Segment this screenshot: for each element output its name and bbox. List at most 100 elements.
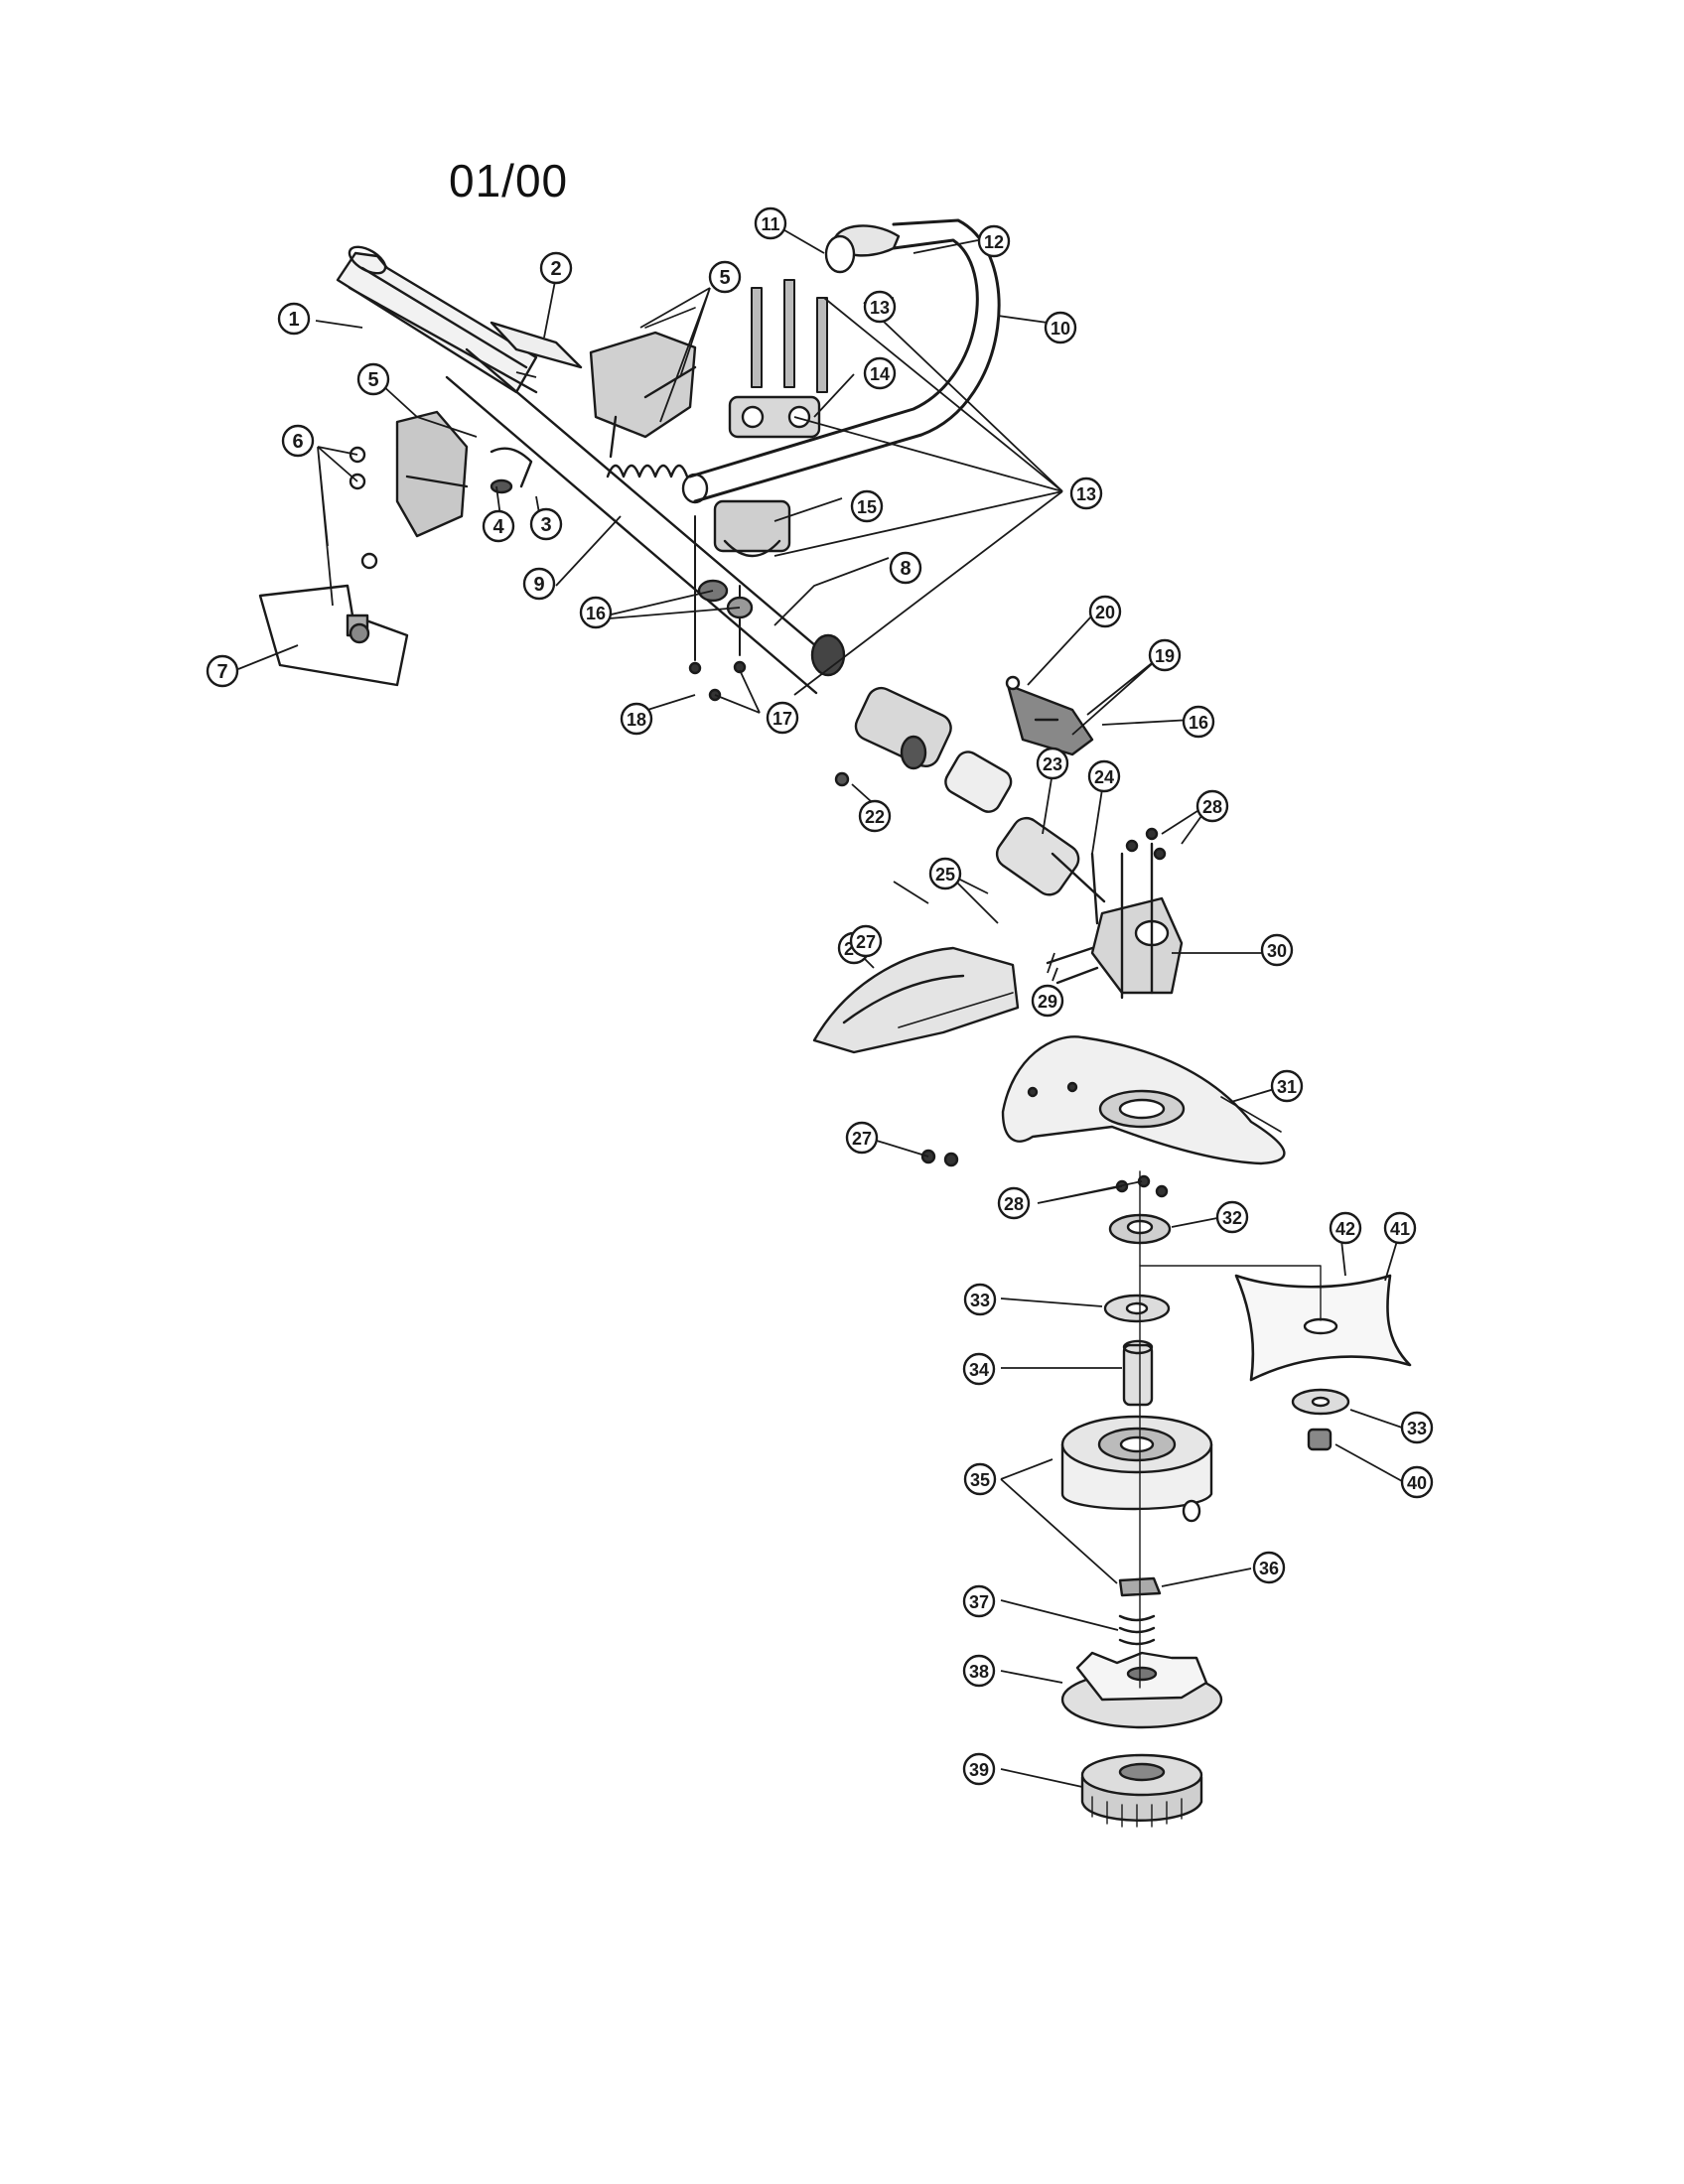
callout-circle bbox=[863, 290, 897, 324]
callout-33: 33 bbox=[1400, 1411, 1434, 1444]
date-code: 01/00 bbox=[449, 155, 569, 206]
callout-number: 37 bbox=[969, 1592, 989, 1612]
callout-circle bbox=[539, 251, 573, 285]
callout-circle bbox=[708, 260, 742, 294]
callout-10: 10 bbox=[1044, 311, 1077, 344]
spacer-bolt bbox=[1122, 1339, 1154, 1407]
callout-circle bbox=[766, 701, 799, 735]
callout-number: 1 bbox=[288, 309, 299, 331]
callout-28: 28 bbox=[1195, 789, 1229, 823]
washer-upper bbox=[1103, 1294, 1171, 1323]
callout-42: 42 bbox=[1329, 1211, 1362, 1245]
callout-32: 32 bbox=[1215, 1200, 1249, 1234]
callout-circle bbox=[1329, 1211, 1362, 1245]
callout-circle bbox=[889, 551, 922, 585]
callout-circle bbox=[1400, 1411, 1434, 1444]
callout-number: 38 bbox=[969, 1662, 989, 1682]
callout-25: 25 bbox=[928, 857, 962, 890]
callout-15: 15 bbox=[850, 489, 884, 523]
callout-number: 22 bbox=[865, 807, 885, 827]
callout-13: 13 bbox=[863, 290, 897, 324]
callout-labels: 1234556789101112131314151616171819202223… bbox=[206, 206, 1434, 1786]
callout-number: 18 bbox=[627, 710, 646, 730]
callout-number: 41 bbox=[1390, 1219, 1410, 1239]
callout-38: 38 bbox=[962, 1654, 996, 1688]
callout-34: 34 bbox=[962, 1352, 996, 1386]
shield-extension bbox=[812, 946, 1020, 1054]
callout-number: 28 bbox=[1004, 1194, 1024, 1214]
callout-28: 28 bbox=[997, 1186, 1031, 1220]
callout-number: 16 bbox=[586, 604, 606, 623]
callout-circle bbox=[863, 356, 897, 390]
callout-number: 19 bbox=[1155, 646, 1175, 666]
callout-circle bbox=[850, 489, 884, 523]
spring bbox=[1118, 1614, 1156, 1646]
callout-3: 3 bbox=[529, 507, 563, 541]
callout-number: 9 bbox=[533, 574, 544, 596]
spool bbox=[1060, 1651, 1223, 1729]
callout-number: 10 bbox=[1051, 319, 1070, 339]
callout-circle bbox=[845, 1121, 879, 1155]
callout-number: 23 bbox=[1043, 754, 1062, 774]
callout-27: 27 bbox=[849, 924, 883, 958]
callout-circle bbox=[1215, 1200, 1249, 1234]
callout-circle bbox=[962, 1584, 996, 1618]
callout-8: 8 bbox=[889, 551, 922, 585]
callout-circle bbox=[1270, 1069, 1304, 1103]
callout-17: 17 bbox=[766, 701, 799, 735]
callout-number: 33 bbox=[970, 1291, 990, 1310]
callout-14: 14 bbox=[863, 356, 897, 390]
callout-7: 7 bbox=[206, 654, 239, 688]
callout-circle bbox=[963, 1283, 997, 1316]
callout-circle bbox=[1036, 747, 1069, 780]
callout-circle bbox=[1031, 984, 1064, 1018]
callout-circle bbox=[1088, 595, 1122, 628]
callout-number: 20 bbox=[1095, 603, 1115, 622]
callout-4: 4 bbox=[482, 509, 515, 543]
callout-5: 5 bbox=[708, 260, 742, 294]
callout-23: 23 bbox=[1036, 747, 1069, 780]
callout-number: 36 bbox=[1259, 1559, 1279, 1578]
callout-29: 29 bbox=[1031, 984, 1064, 1018]
callout-6: 6 bbox=[281, 424, 315, 458]
callout-circle bbox=[1260, 933, 1294, 967]
cutting-blade bbox=[1234, 1274, 1412, 1382]
callout-number: 11 bbox=[761, 214, 779, 234]
callout-number: 8 bbox=[900, 558, 911, 580]
loop-handle bbox=[681, 218, 1001, 504]
callout-number: 30 bbox=[1267, 941, 1287, 961]
callout-number: 12 bbox=[984, 232, 1004, 252]
callout-number: 17 bbox=[772, 709, 792, 729]
callout-circle bbox=[963, 1462, 997, 1496]
lower-clamp-hardware bbox=[688, 579, 754, 702]
spool-housing bbox=[1060, 1415, 1213, 1523]
callout-18: 18 bbox=[620, 702, 653, 736]
blade-washer-nut bbox=[1291, 1388, 1350, 1451]
callout-number: 5 bbox=[367, 369, 378, 391]
callout-circle bbox=[754, 206, 787, 240]
guard bbox=[920, 1035, 1286, 1198]
callout-37: 37 bbox=[962, 1584, 996, 1618]
callout-number: 3 bbox=[540, 514, 551, 536]
callout-circle bbox=[281, 424, 315, 458]
callout-number: 14 bbox=[870, 364, 890, 384]
callout-circle bbox=[522, 567, 556, 601]
callout-number: 29 bbox=[1038, 992, 1057, 1012]
throttle-bracket bbox=[258, 446, 409, 687]
callout-number: 39 bbox=[969, 1760, 989, 1780]
shaft-coupler bbox=[810, 633, 846, 677]
gear-head bbox=[1046, 827, 1184, 1000]
lower-shaft-bushing bbox=[944, 751, 1106, 925]
callout-16: 16 bbox=[1182, 705, 1215, 739]
callout-22: 22 bbox=[858, 799, 892, 833]
callout-41: 41 bbox=[1383, 1211, 1417, 1245]
callout-35: 35 bbox=[963, 1462, 997, 1496]
callout-circle bbox=[1087, 759, 1121, 793]
trigger-housing bbox=[395, 410, 533, 538]
callout-circle bbox=[928, 857, 962, 890]
callout-circle bbox=[620, 702, 653, 736]
shaft-housing-upper bbox=[336, 245, 538, 394]
callout-16: 16 bbox=[579, 596, 613, 629]
callout-number: 15 bbox=[857, 497, 877, 517]
